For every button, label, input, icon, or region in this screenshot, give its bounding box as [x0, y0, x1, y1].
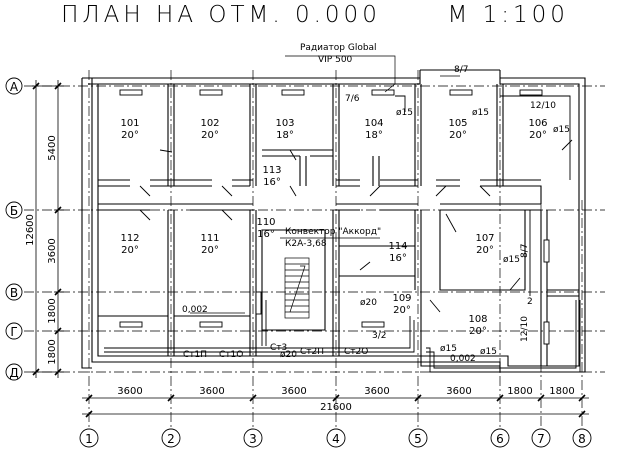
riser-st3: Ст3	[270, 343, 287, 353]
room-105-temp: 20°	[449, 130, 467, 141]
room-106-number: 106	[528, 118, 547, 129]
axis-number-1: 1	[85, 432, 93, 446]
room-107-temp: 20°	[476, 245, 494, 256]
radiator-label-line1: Радиатор Global	[300, 43, 377, 53]
axis-letter-g: Г	[10, 325, 17, 339]
door-swings	[139, 139, 573, 313]
axis-markers-letters: А Б В Г Д	[5, 77, 23, 381]
dim-bottom-3: 3600	[281, 386, 306, 397]
diameter-15-c: ø15	[553, 125, 570, 135]
diameter-20-b: ø20	[280, 350, 297, 360]
dim-bottom-4: 3600	[364, 386, 389, 397]
convector-label-line1: Конвектор "Аккорд"	[285, 227, 381, 237]
axis-letter-v: В	[10, 286, 18, 300]
pipe-label-12-10-right: 12/10	[520, 316, 530, 342]
heating-pipes	[104, 95, 581, 373]
axis-number-7: 7	[537, 432, 545, 446]
dim-1800-left-a: 1800	[47, 298, 58, 323]
riser-st1p: Ст1П	[183, 350, 207, 360]
axis-letter-d: Д	[9, 366, 18, 380]
bottom-dimension-lines	[82, 394, 589, 418]
axis-number-6: 6	[496, 432, 504, 446]
riser-st2o: Ст2О	[344, 347, 368, 357]
dim-5400: 5400	[47, 135, 58, 160]
riser-st2p: Ст2П	[300, 347, 324, 357]
diameter-20-a: ø20	[360, 298, 377, 308]
room-103-number: 103	[275, 118, 294, 129]
diameter-15-b: ø15	[472, 108, 489, 118]
room-113-number: 113	[262, 165, 281, 176]
axis-number-3: 3	[249, 432, 257, 446]
leader-lines	[190, 55, 460, 314]
scale-label: М 1:100	[447, 2, 569, 28]
walls	[81, 69, 586, 373]
staircase	[284, 257, 310, 319]
axis-number-4: 4	[332, 432, 340, 446]
axis-number-2: 2	[167, 432, 175, 446]
dim-bottom-1: 3600	[117, 386, 142, 397]
room-108-number: 108	[468, 314, 487, 325]
room-114-number: 114	[388, 241, 407, 252]
room-102-temp: 20°	[201, 130, 219, 141]
room-102-number: 102	[200, 118, 219, 129]
room-105-number: 105	[448, 118, 467, 129]
pipe-label-8-7-right: 8/7	[520, 244, 530, 258]
room-113-temp: 16°	[263, 177, 281, 188]
dim-bottom-6: 1800	[507, 386, 532, 397]
axis-number-8: 8	[578, 432, 586, 446]
room-112-temp: 20°	[121, 245, 139, 256]
axis-markers-numbers: 1 2 3 4 5 6 7 8	[79, 428, 592, 448]
room-106-temp: 20°	[529, 130, 547, 141]
room-111-temp: 20°	[201, 245, 219, 256]
room-112-number: 112	[120, 233, 139, 244]
diameter-15-d: ø15	[503, 255, 520, 265]
room-104-number: 104	[364, 118, 383, 129]
radiators	[119, 89, 550, 345]
diameter-15-a: ø15	[396, 108, 413, 118]
dim-bottom-7: 1800	[549, 386, 574, 397]
pipe-label-3-2: 3/2	[372, 331, 386, 341]
pipe-label-2: 2	[527, 297, 533, 307]
room-104-temp: 18°	[365, 130, 383, 141]
plan-title: ПЛАН НА ОТМ. 0.000	[61, 2, 381, 28]
convector-label-line2: К2А-3,68	[285, 239, 327, 249]
diameter-15-e: ø15	[440, 344, 457, 354]
room-109-temp: 20°	[393, 305, 411, 316]
pipe-label-7-6: 7/6	[345, 94, 360, 104]
dim-bottom-total: 21600	[320, 402, 352, 413]
axis-letter-a: А	[10, 80, 19, 94]
slope-label-1: 0,002	[182, 305, 208, 315]
room-110-number: 110	[256, 217, 275, 228]
room-101-number: 101	[120, 118, 139, 129]
dim-3600-left: 3600	[47, 238, 58, 263]
room-109-number: 109	[392, 293, 411, 304]
pipe-label-8-7-top: 8/7	[454, 65, 468, 75]
axis-lines	[24, 70, 605, 428]
room-108-temp: 20°	[469, 326, 487, 337]
left-dimension-lines	[32, 80, 64, 378]
drawing-title: ПЛАН НА ОТМ. 0.000 М 1:100	[0, 2, 630, 28]
diameter-15-f: ø15	[480, 347, 497, 357]
dim-bottom-2: 3600	[199, 386, 224, 397]
pipe-label-12-10-top: 12/10	[530, 101, 556, 111]
room-103-temp: 18°	[276, 130, 294, 141]
slope-label-2: 0,002	[450, 354, 476, 364]
room-101-temp: 20°	[121, 130, 139, 141]
axis-letter-b: Б	[10, 204, 18, 218]
dim-total-12600: 12600	[25, 214, 36, 246]
dim-bottom-5: 3600	[446, 386, 471, 397]
room-114-temp: 16°	[389, 253, 407, 264]
room-111-number: 111	[200, 233, 219, 244]
axis-number-5: 5	[414, 432, 422, 446]
riser-st1o: Ст1О	[219, 350, 243, 360]
dim-1800-left-b: 1800	[47, 339, 58, 364]
radiator-label-line2: VIP 500	[318, 55, 353, 65]
room-107-number: 107	[475, 233, 494, 244]
room-110-temp: 16°	[257, 229, 275, 240]
